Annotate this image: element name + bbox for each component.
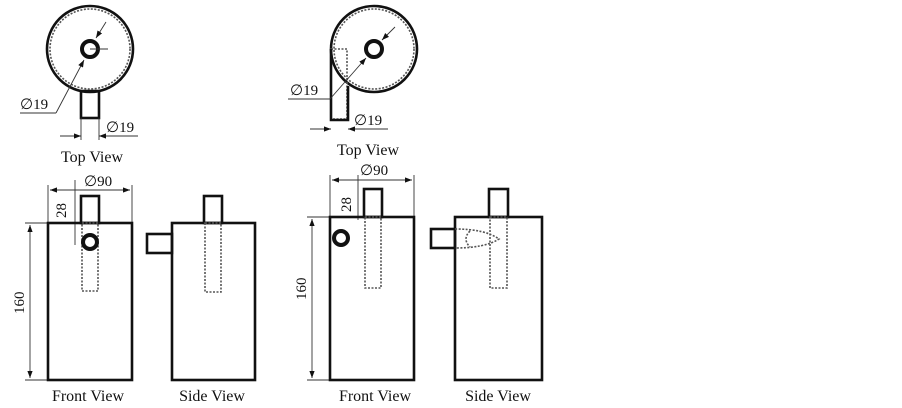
inlet-pipe bbox=[429, 227, 457, 250]
inlet-opening bbox=[332, 229, 350, 247]
inlet-pipe bbox=[145, 232, 174, 255]
front-view-label: Front View bbox=[52, 388, 125, 405]
top-view-b: ∅19 ∅19 Top View bbox=[288, 4, 419, 159]
body bbox=[170, 221, 257, 382]
body bbox=[46, 221, 134, 382]
pipe-height-label: 28 bbox=[339, 197, 355, 212]
front-view-label: Front View bbox=[339, 388, 412, 405]
overflow-pipe-ring bbox=[364, 39, 384, 59]
top-view-label: Top View bbox=[61, 149, 124, 166]
body-diameter-label: ∅90 bbox=[84, 174, 112, 190]
side-view-b: Side View bbox=[429, 187, 544, 405]
body-height-label: 160 bbox=[12, 292, 28, 315]
front-view-b: ∅90 28 160 Front View bbox=[294, 163, 416, 405]
tangential-inlet-pipe bbox=[329, 49, 350, 122]
body-circle bbox=[329, 4, 419, 94]
diagram-b: ∅19 ∅19 Top View ∅90 28 160 Front View bbox=[288, 4, 544, 405]
body bbox=[453, 215, 544, 382]
overflow-pipe bbox=[487, 187, 510, 219]
outlet-pipe bbox=[79, 89, 101, 120]
body-diameter-label: ∅90 bbox=[360, 163, 388, 179]
body bbox=[328, 215, 416, 382]
diagram-a: ∅19 ∅19 Top View ∅90 28 160 Front View bbox=[12, 4, 257, 405]
outlet-diameter-label: ∅19 bbox=[106, 120, 134, 136]
body-height-label: 160 bbox=[294, 278, 310, 301]
top-view-label: Top View bbox=[337, 142, 400, 159]
front-view-a: ∅90 28 160 Front View bbox=[12, 174, 134, 405]
inlet-flow-shape bbox=[454, 228, 501, 249]
overflow-pipe bbox=[79, 194, 101, 225]
inlet-diameter-label: ∅19 bbox=[290, 83, 318, 99]
outlet-diameter-label: ∅19 bbox=[354, 113, 382, 129]
inlet-opening bbox=[81, 233, 99, 251]
overflow-pipe bbox=[202, 194, 224, 225]
side-view-label: Side View bbox=[465, 388, 531, 405]
inlet-diameter-label: ∅19 bbox=[20, 97, 48, 113]
side-view-label: Side View bbox=[179, 388, 245, 405]
pipe-height-label: 28 bbox=[54, 203, 70, 218]
overflow-pipe bbox=[362, 187, 384, 219]
top-view-a: ∅19 ∅19 Top View bbox=[20, 4, 138, 166]
side-view-a: Side View bbox=[145, 194, 257, 405]
